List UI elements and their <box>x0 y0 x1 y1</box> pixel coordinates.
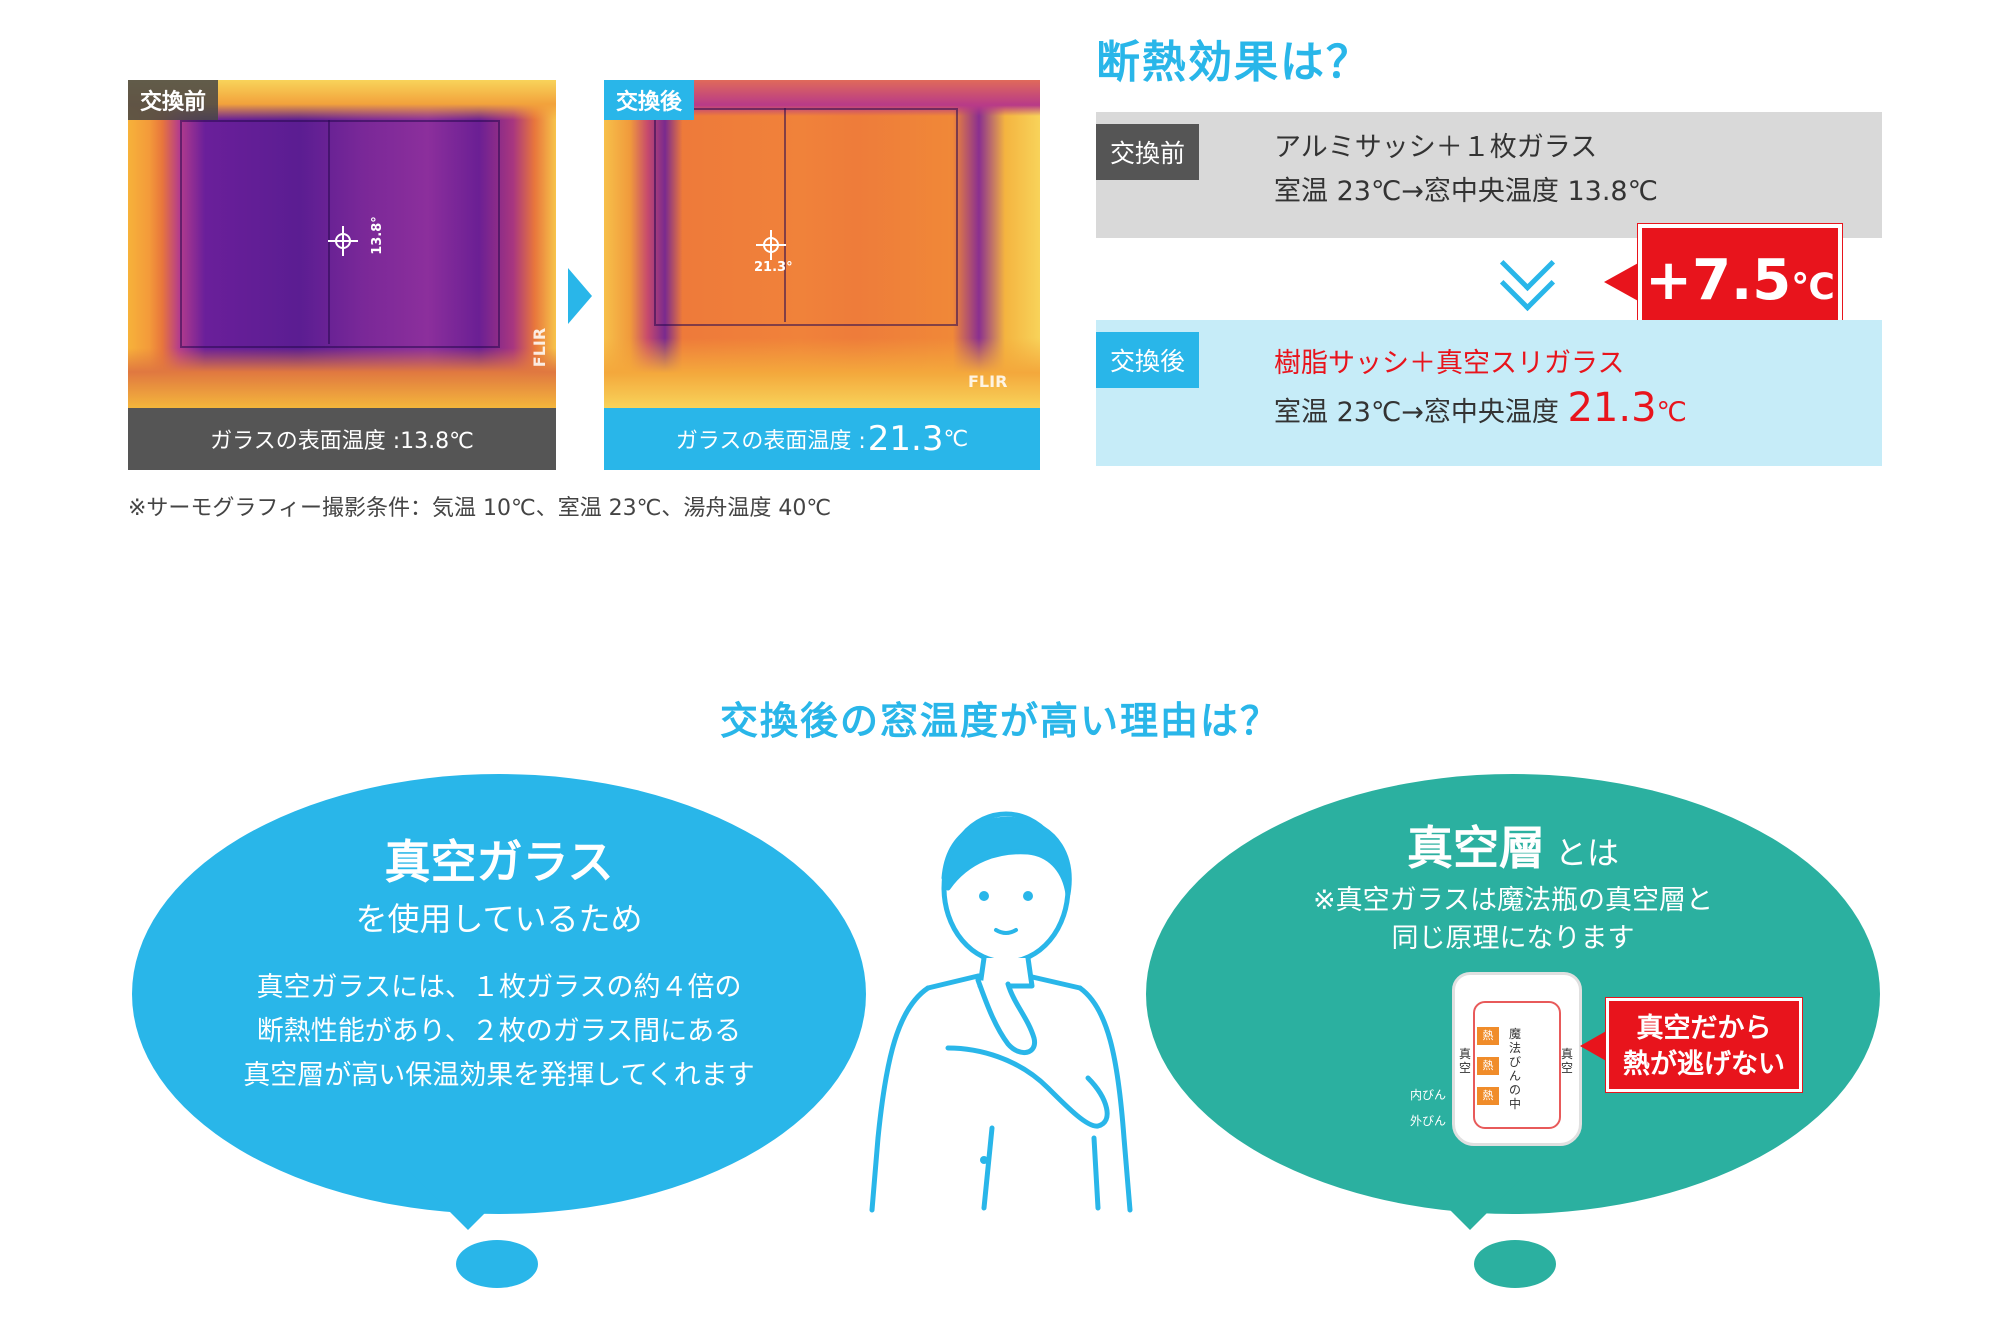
after-summary-line2-value: 21.3 <box>1567 385 1657 431</box>
inner-bottle <box>1473 1001 1561 1129</box>
vacuum-callout: 真空だから 熱が逃げない <box>1606 998 1802 1092</box>
window-frame <box>654 108 958 326</box>
photo-tag-after: 交換後 <box>604 80 695 120</box>
right-bubble-body: ※真空ガラスは魔法瓶の真空層と 同じ原理になります <box>1146 882 1880 958</box>
window-frame <box>180 120 500 348</box>
bubble-dot <box>1474 1240 1556 1288</box>
thermal-photo-after: 交換後 21.3° FLIR <box>604 80 1040 408</box>
caption-after: ガラスの表面温度 :21.3℃ <box>604 408 1040 470</box>
after-summary-line1: 樹脂サッシ＋真空スリガラス <box>1274 348 1625 379</box>
crosshair-icon <box>328 226 358 256</box>
thinking-man-illustration <box>869 811 1133 1213</box>
inner-bottle-label: 内びん <box>1410 1088 1447 1102</box>
window-divider <box>784 108 786 322</box>
caption-after-value: 21.3 <box>867 419 944 459</box>
bubble-tail <box>408 1170 528 1230</box>
caption-before-text: ガラスの表面温度 :13.8℃ <box>210 429 474 454</box>
crosshair-icon <box>756 230 786 260</box>
after-summary-tag: 交換後 <box>1096 332 1200 388</box>
vacuum-label-right: 真空 <box>1561 1047 1574 1075</box>
before-summary-box: 交換前 アルミサッシ＋１枚ガラス 室温 23℃→窓中央温度 13.8℃ <box>1096 112 1882 238</box>
after-summary-box: 交換後 樹脂サッシ＋真空スリガラス 室温 23℃→窓中央温度 21.3℃ <box>1096 320 1882 466</box>
heat-label: 熱 <box>1477 1027 1499 1045</box>
left-bubble-line: 真空ガラスには、１枚ガラスの約４倍の <box>256 972 742 1003</box>
caption-before: ガラスの表面温度 :13.8℃ <box>128 408 556 470</box>
outer-bottle-label: 外びん <box>1410 1114 1447 1128</box>
left-bubble-body: 真空ガラスには、１枚ガラスの約４倍の 断熱性能があり、２枚のガラス間にある 真空… <box>132 966 866 1098</box>
before-summary-line2: 室温 23℃→窓中央温度 13.8℃ <box>1274 176 1658 207</box>
right-bubble-title: 真空層 <box>1406 821 1545 875</box>
bubble-tail <box>1410 1170 1530 1230</box>
right-bubble-title-row: 真空層とは <box>1146 812 1880 878</box>
photo-tag-before: 交換前 <box>128 80 219 120</box>
badge-pointer <box>1604 262 1640 302</box>
vacuum-label-left: 真空 <box>1459 1047 1472 1075</box>
caption-after-unit: ℃ <box>943 426 969 452</box>
window-divider <box>328 120 330 344</box>
bubble-dot <box>456 1240 538 1288</box>
spot-temperature: 21.3° <box>754 260 793 275</box>
reason-title: 交換後の窓温度が高い理由は？ <box>719 699 1280 743</box>
before-summary-text: アルミサッシ＋１枚ガラス 室温 23℃→窓中央温度 13.8℃ <box>1274 126 1658 214</box>
after-summary-line2-unit: ℃ <box>1656 397 1687 428</box>
before-summary-tag: 交換前 <box>1096 124 1200 180</box>
callout-line: 熱が逃げない <box>1623 1049 1785 1080</box>
heat-label: 熱 <box>1477 1087 1499 1105</box>
delta-value: +7.5 <box>1645 247 1792 313</box>
thermos-center-label: 魔法びんの中 <box>1509 1027 1522 1111</box>
arrow-right-icon <box>568 268 592 324</box>
caption-after-prefix: ガラスの表面温度 : <box>675 429 866 454</box>
left-bubble-title: 真空ガラス <box>384 835 614 889</box>
delta-unit: ℃ <box>1791 266 1835 308</box>
footnote: ※サーモグラフィー撮影条件：気温 10℃、室温 23℃、湯舟温度 40℃ <box>128 496 832 521</box>
flir-logo: FLIR <box>530 327 550 368</box>
left-bubble-line: 断熱性能があり、２枚のガラス間にある <box>256 1016 742 1047</box>
thermos-diagram: 熱 熱 熱 魔法びんの中 真空 真空 <box>1452 972 1582 1146</box>
callout-line: 真空だから <box>1636 1013 1772 1044</box>
spot-temperature: 13.8° <box>369 216 385 255</box>
right-bubble-line: ※真空ガラスは魔法瓶の真空層と <box>1312 885 1714 916</box>
left-bubble-subtitle: を使用しているため <box>355 900 643 938</box>
after-summary-text: 樹脂サッシ＋真空スリガラス 室温 23℃→窓中央温度 21.3℃ <box>1274 342 1687 435</box>
heat-label: 熱 <box>1477 1057 1499 1075</box>
left-speech-bubble <box>132 774 866 1214</box>
effect-title: 断熱効果は？ <box>1096 37 1372 88</box>
before-summary-line1: アルミサッシ＋１枚ガラス <box>1274 132 1598 163</box>
right-bubble-title-suffix: とは <box>1554 834 1619 872</box>
left-bubble-line: 真空層が高い保温効果を発揮してくれます <box>243 1060 755 1091</box>
thermal-photo-before: 交換前 13.8° FLIR <box>128 80 556 408</box>
right-bubble-line: 同じ原理になります <box>1391 923 1635 954</box>
callout-pointer <box>1580 1030 1608 1062</box>
flir-logo: FLIR <box>968 372 1008 391</box>
after-summary-line2-prefix: 室温 23℃→窓中央温度 <box>1274 397 1568 428</box>
